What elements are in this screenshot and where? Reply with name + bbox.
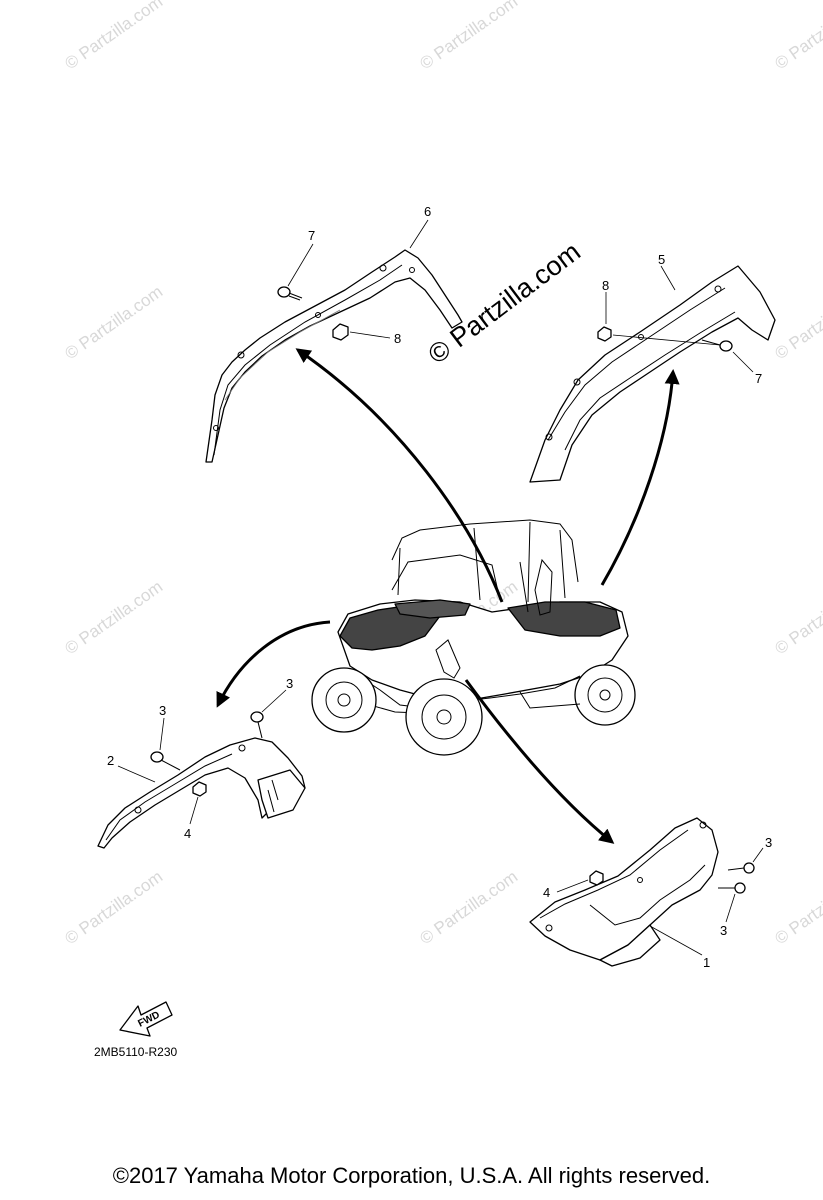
callout-3: 3 xyxy=(286,676,293,691)
nut-4-right xyxy=(589,870,604,886)
callout-3: 3 xyxy=(765,835,772,850)
watermark: © Partzilla.com xyxy=(771,577,823,658)
bolt-3-a xyxy=(150,751,181,771)
callout-8: 8 xyxy=(394,331,401,346)
nut-8-left xyxy=(332,323,349,341)
callout-4: 4 xyxy=(543,885,550,900)
watermark: © Partzilla.com xyxy=(416,867,521,948)
fwd-arrow-icon: FWD xyxy=(119,1001,173,1037)
watermark: © Partzilla.com xyxy=(771,867,823,948)
callout-8: 8 xyxy=(602,278,609,293)
callout-4: 4 xyxy=(184,826,191,841)
watermarks: © Partzilla.com © Partzilla.com © Partzi… xyxy=(61,0,823,948)
assembly-arrows xyxy=(216,348,680,844)
bolt-3-b xyxy=(250,711,264,739)
watermark: © Partzilla.com xyxy=(61,0,166,73)
callout-5: 5 xyxy=(658,252,665,267)
utv-vehicle xyxy=(311,519,636,756)
part-2-fender-flare xyxy=(97,737,306,849)
watermark: © Partzilla.com xyxy=(771,0,823,73)
callout-1: 1 xyxy=(703,955,710,970)
diagram-code: 2MB5110-R230 xyxy=(94,1045,177,1059)
callout-3: 3 xyxy=(720,923,727,938)
copyright-notice: ©2017 Yamaha Motor Corporation, U.S.A. A… xyxy=(112,1163,711,1188)
bolt-3-d xyxy=(718,882,746,894)
watermark: © Partzilla.com xyxy=(416,0,521,73)
part-6-fender-flare xyxy=(205,249,463,463)
nut-4-left xyxy=(192,781,207,797)
callout-7: 7 xyxy=(308,228,315,243)
bolt-3-c xyxy=(727,862,755,874)
bolt-7-left xyxy=(277,286,303,301)
callout-6: 6 xyxy=(424,204,431,219)
watermark: © Partzilla.com xyxy=(61,577,166,658)
callout-7: 7 xyxy=(755,371,762,386)
watermark: © Partzilla.com xyxy=(771,282,823,363)
callout-2: 2 xyxy=(107,753,114,768)
watermark: © Partzilla.com xyxy=(61,282,166,363)
part-5-fender-flare xyxy=(529,265,776,483)
bolt-7-right xyxy=(701,339,733,352)
nut-8-right xyxy=(597,326,612,342)
watermark: © Partzilla.com xyxy=(61,867,166,948)
callout-3: 3 xyxy=(159,703,166,718)
part-1-fender-flare xyxy=(529,817,719,967)
